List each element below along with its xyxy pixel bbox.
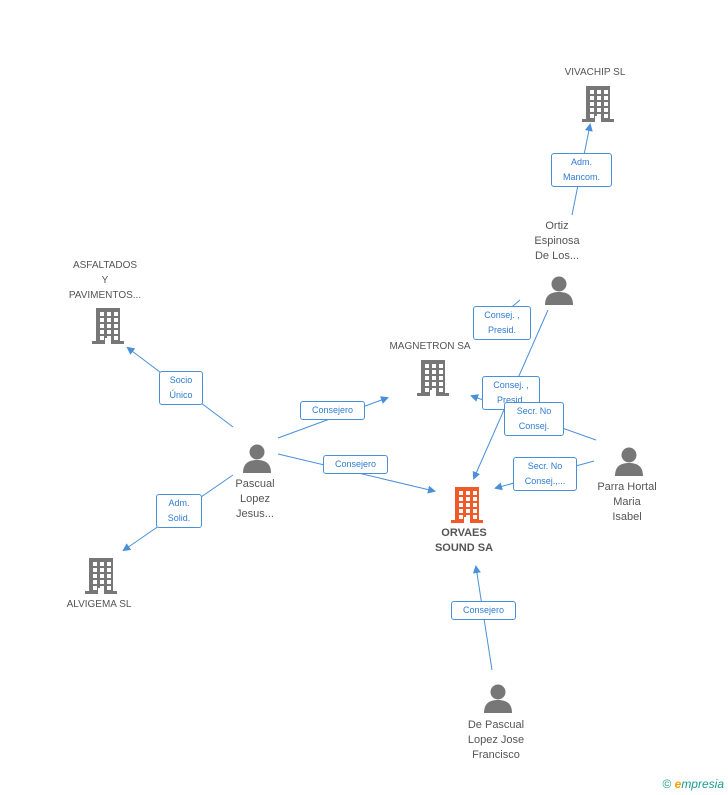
node-label-ortiz[interactable]: Ortiz Espinosa De Los... (534, 220, 580, 262)
edge-label-consejero-depascual[interactable]: Consejero (451, 601, 516, 620)
edge-label-adm-solid[interactable]: Adm. Solid. (156, 494, 202, 528)
ortiz-person-icon[interactable] (544, 275, 574, 310)
node-label-orvaes[interactable]: ORVAES SOUND SA (434, 527, 494, 554)
edge-label-consejero-magnetron[interactable]: Consejero (300, 401, 365, 420)
edge-label-socio-unico[interactable]: Socio Único (159, 371, 203, 405)
asfaltados-building-icon[interactable] (92, 308, 124, 349)
depascual-person-icon[interactable] (483, 683, 513, 718)
node-label-alvigema[interactable]: ALVIGEMA SL (66, 599, 132, 610)
edge-label-secr-no-consej-orvaes[interactable]: Secr. No Consej.,... (513, 457, 577, 491)
node-label-asfaltados[interactable]: ASFALTADOS Y PAVIMENTOS... (68, 260, 142, 301)
edge-label-secr-no-consej-magnetron[interactable]: Secr. No Consej. (504, 402, 564, 436)
parra-person-icon[interactable] (614, 446, 644, 481)
node-label-parra[interactable]: Parra Hortal Maria Isabel (597, 481, 657, 523)
node-label-vivachip[interactable]: VIVACHIP SL (564, 67, 626, 78)
edge-label-consejero-orvaes[interactable]: Consejero (323, 455, 388, 474)
node-label-depascual[interactable]: De Pascual Lopez Jose Francisco (467, 719, 525, 761)
alvigema-building-icon[interactable] (85, 558, 117, 599)
copyright-symbol: © (662, 777, 672, 791)
orvaes-building-icon[interactable] (451, 487, 483, 528)
empresia-logo-e: e (674, 777, 682, 791)
magnetron-building-icon[interactable] (417, 360, 449, 401)
pascual-person-icon[interactable] (242, 443, 272, 478)
edge-label-adm-mancom[interactable]: Adm. Mancom. (551, 153, 612, 187)
vivachip-building-icon[interactable] (582, 86, 614, 127)
node-label-pascual[interactable]: Pascual Lopez Jesus... (235, 478, 275, 520)
empresia-logo-text: mpresia (681, 777, 724, 791)
empresia-footer: © empresia (662, 777, 724, 791)
node-label-magnetron[interactable]: MAGNETRON SA (389, 341, 471, 352)
edge-label-consej-presid-magnetron[interactable]: Consej. , Presid. (473, 306, 531, 340)
